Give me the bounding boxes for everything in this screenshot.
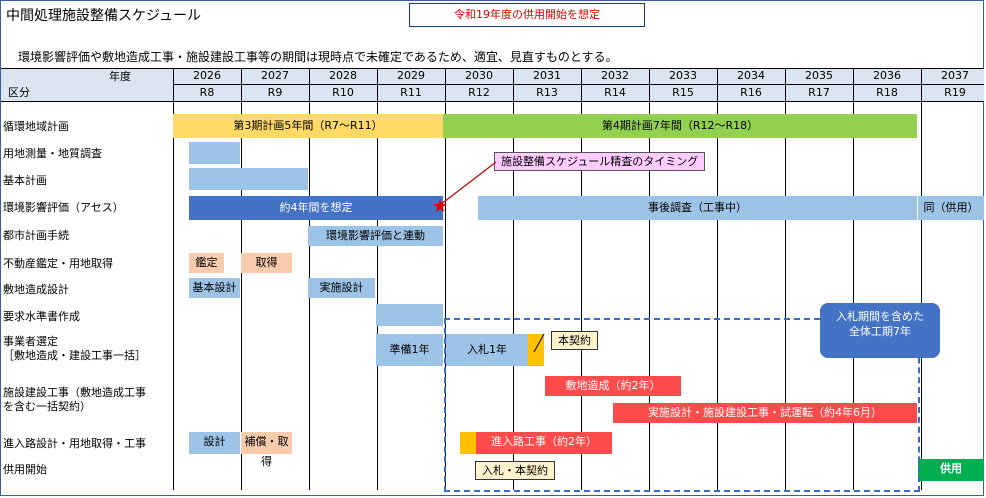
- bid-contract-tag: 入札・本契約: [475, 461, 555, 480]
- era-cell: R17: [808, 86, 830, 99]
- era-cell: R11: [400, 86, 422, 99]
- year-grid-line: [649, 68, 650, 490]
- operation-start-bar: 供用: [918, 459, 984, 481]
- row-label: 事業者選定: [3, 335, 58, 348]
- row-label: 循環地域計画: [3, 120, 69, 133]
- assessment-bar: 約4年間を想定: [189, 196, 443, 220]
- year-cell: 2028: [329, 69, 357, 82]
- plan3-bar: 第3期計画5年間（R7～R11）: [173, 114, 443, 138]
- plan4-bar: 第4期計画7年間（R12～R18）: [443, 114, 917, 138]
- survey-bar: [189, 142, 240, 164]
- basic-design-bar: 基本設計: [189, 278, 240, 298]
- row-label: 敷地造成設計: [3, 283, 69, 296]
- bubble-line-2: 全体工期7年: [849, 325, 911, 338]
- requirement-doc-bar: [376, 304, 443, 326]
- row-label: を含む一括契約）: [3, 400, 91, 413]
- header-mid-line: [173, 84, 984, 85]
- row-label: 環境影響評価（アセス）: [3, 201, 124, 214]
- bubble-line-1: 入札期間を含めた: [836, 310, 924, 323]
- row-label: 要求水準書作成: [3, 310, 80, 323]
- year-cell: 2035: [805, 69, 833, 82]
- total-period-bubble: 入札期間を含めた 全体工期7年: [820, 303, 940, 358]
- year-label: 年度: [109, 70, 131, 83]
- era-cell: R19: [944, 86, 966, 99]
- city-planning-bar: 環境影響評価と連動: [308, 226, 443, 246]
- post-survey-operation-bar: 同（供用）: [918, 196, 984, 220]
- contract-connector: [533, 333, 545, 353]
- era-cell: R13: [536, 86, 558, 99]
- era-cell: R15: [672, 86, 694, 99]
- year-cell: 2031: [533, 69, 561, 82]
- header-band: [1, 68, 984, 102]
- callout-pointer: [439, 161, 497, 206]
- basic-plan-bar: [189, 168, 308, 190]
- year-cell: 2033: [669, 69, 697, 82]
- subtitle-note: 環境影響評価や敷地造成工事・施設建設工事等の期間は現時点で未確定であるため、適宜…: [18, 50, 618, 64]
- preparation-bar: 準備1年: [376, 334, 443, 366]
- era-cell: R9: [267, 86, 283, 99]
- acquisition-bar: 取得: [241, 253, 292, 273]
- row-label: 進入路設計・用地取得・工事: [3, 437, 146, 450]
- compensation-bar: 補償・取得: [241, 432, 292, 468]
- review-timing-callout: 施設整備スケジュール精査のタイミング: [494, 152, 706, 171]
- year-cell: 2036: [873, 69, 901, 82]
- year-cell: 2032: [601, 69, 629, 82]
- row-label: 不動産鑑定・用地取得: [3, 257, 113, 270]
- era-cell: R10: [332, 86, 354, 99]
- year-grid-line: [241, 68, 242, 490]
- section-label: 区分: [8, 86, 30, 99]
- appraisal-bar: 鑑定: [189, 253, 224, 273]
- year-grid-line: [785, 68, 786, 490]
- main-contract-tag: 本契約: [551, 331, 598, 350]
- year-grid-line: [717, 68, 718, 490]
- year-grid-line: [853, 68, 854, 490]
- star-icon: ★: [432, 196, 449, 217]
- road-work-bar: 進入路工事（約2年）: [476, 432, 612, 454]
- header-bottom-line: [1, 101, 984, 102]
- year-grid-line: [921, 68, 922, 490]
- notice-box: 令和19年度の供用開始を想定: [409, 3, 645, 27]
- era-cell: R18: [876, 86, 898, 99]
- year-grid-line: [581, 68, 582, 490]
- year-cell: 2027: [261, 69, 289, 82]
- year-grid-line: [173, 68, 174, 490]
- year-grid-line: [445, 68, 446, 490]
- row-label: 施設建設工事（敷地造成工事: [3, 386, 146, 399]
- era-cell: R12: [468, 86, 490, 99]
- bidding-bar: 入札1年: [446, 334, 528, 366]
- implementation-design-bar: 実施設計: [308, 278, 375, 298]
- era-cell: R16: [740, 86, 762, 99]
- year-cell: 2026: [193, 69, 221, 82]
- road-design-bar: 設計: [189, 432, 240, 454]
- row-label: 基本計画: [3, 174, 47, 187]
- site-work-bar: 敷地造成（約2年）: [545, 376, 681, 396]
- header-top-line: [1, 68, 984, 69]
- construction-period-frame: [444, 318, 920, 492]
- year-grid-line: [513, 68, 514, 490]
- row-label: 都市計画手続: [3, 229, 69, 242]
- row-label: ［敷地造成・建設工事一括］: [3, 349, 146, 362]
- year-cell: 2037: [941, 69, 969, 82]
- post-survey-bar: 事後調査（工事中）: [478, 196, 917, 220]
- year-grid-line: [377, 68, 378, 490]
- year-cell: 2030: [465, 69, 493, 82]
- road-contract-marker: [460, 432, 476, 454]
- year-cell: 2029: [397, 69, 425, 82]
- era-cell: R8: [199, 86, 215, 99]
- row-label: 用地測量・地質調査: [3, 147, 102, 160]
- row-label: 供用開始: [3, 463, 47, 476]
- era-cell: R14: [604, 86, 626, 99]
- year-cell: 2034: [737, 69, 765, 82]
- page-title: 中間処理施設整備スケジュール: [6, 8, 202, 24]
- construction-bar: 実施設計・施設建設工事・試運転（約4年6月）: [613, 403, 917, 423]
